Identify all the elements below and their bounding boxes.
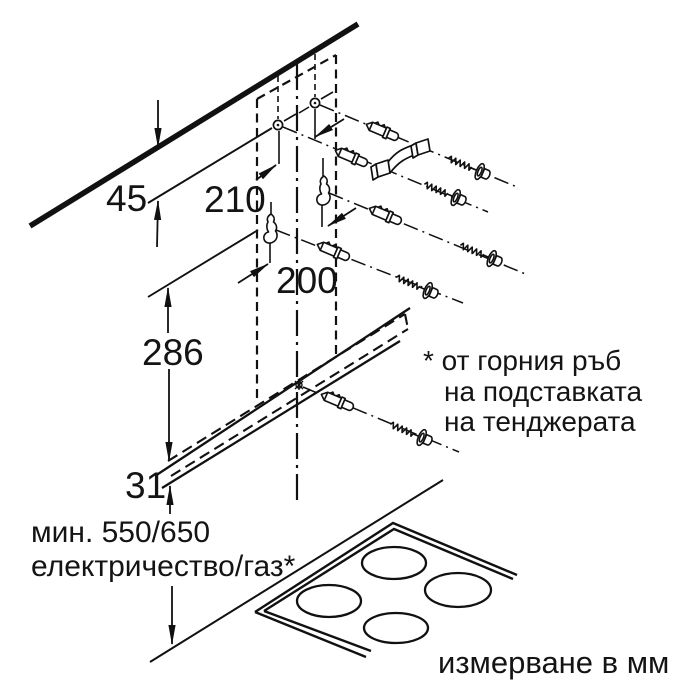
min-clearance-sublabel: електричество/газ* [31,550,296,583]
dimension-arrows [153,100,357,645]
hood-top-reference-line [147,127,273,204]
arrow-200-left [237,263,269,284]
mounting-screw-2 [420,175,470,211]
hole-crosshairs [269,54,334,263]
rail-screw-marker [294,380,304,390]
mounting-screw-5 [386,415,436,451]
burner-front-center [362,611,430,645]
arrow-45-bottom [153,200,162,248]
mounting-hole-top-left [272,119,284,131]
wall-anchor-2 [332,143,371,170]
dim-45-label: 45 [106,178,148,219]
footnote-line-1: * от горния ръб [423,345,622,376]
ceiling-line [28,21,360,229]
dim-286-label: 286 [142,332,204,373]
burner-back-right [423,571,493,609]
dim-31-label: 31 [125,465,167,506]
chimney-bracket [370,138,431,181]
wall-anchor-5 [318,387,357,414]
burner-back-left [360,545,428,581]
wall-anchor-1 [363,117,402,144]
arrow-210-right [314,118,345,138]
wall-anchor-3 [366,201,405,228]
min-clearance-label: мин. 550/650 [31,516,211,549]
dim-200-label: 200 [276,260,338,301]
lower-rail-outline [167,313,410,477]
arrow-210-left [255,164,277,181]
dim-210-label: 210 [204,179,266,220]
cooktop [254,521,518,659]
arrow-200-right [327,207,357,227]
cooktop-inner-edge [263,527,514,653]
hook-row-reference-line [147,229,259,298]
hood-bottom-edge [154,307,411,489]
hanger-hook-right [316,175,331,206]
footnote-line-3: на тенджерата [444,406,636,437]
mounting-screw-4 [392,268,442,304]
hanger-hook-left [263,213,278,244]
mounting-screw-3 [456,236,506,272]
countertop-line [149,479,444,663]
cooktop-outer-edge [254,521,518,659]
mounting-screw-1 [444,149,494,185]
units-note: измерване в мм [438,645,670,680]
footnote-line-2: на подставката [444,376,643,407]
mounting-hole-top-right [309,97,321,109]
burner-front-left [295,583,363,619]
